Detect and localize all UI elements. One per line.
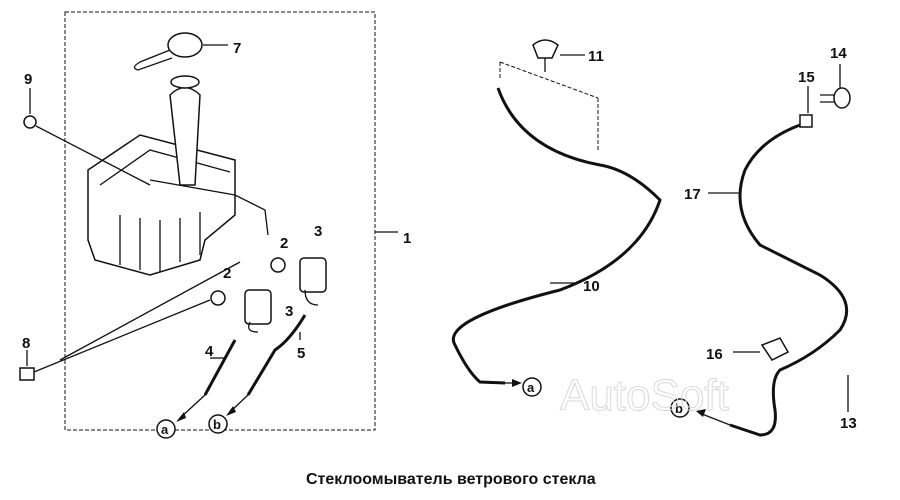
callout-3a: 3	[314, 223, 322, 240]
callout-17: 17	[684, 186, 701, 203]
callout-5: 5	[297, 345, 305, 362]
washer-pump-3b	[244, 289, 272, 333]
grommet-2b	[210, 290, 226, 306]
callout-2b: 2	[223, 265, 231, 282]
callout-13: 13	[840, 415, 857, 432]
grommet-2a	[270, 257, 286, 273]
connector-a-right: a	[527, 380, 535, 395]
callout-9: 9	[24, 71, 32, 88]
washer-nozzle-rear	[820, 64, 851, 109]
assembly-outline	[64, 11, 376, 431]
callout-14: 14	[830, 45, 847, 62]
washer-reservoir	[87, 75, 269, 276]
callout-8: 8	[22, 335, 30, 352]
callout-3b: 3	[285, 303, 293, 320]
grommet-9	[23, 115, 37, 129]
connector-b-left: b	[213, 417, 221, 432]
connector-b-right: b	[675, 401, 683, 416]
watermark: AutoSoft	[560, 371, 729, 420]
diagram-caption: Стеклоомыватель ветрового стекла	[306, 471, 596, 488]
washer-pump-3a	[299, 257, 327, 306]
bolt-8	[19, 299, 211, 381]
callout-4: 4	[205, 343, 214, 360]
hose-4	[203, 339, 237, 396]
callout-1: 1	[403, 230, 411, 247]
hose-clip-16	[733, 337, 790, 361]
callout-2a: 2	[280, 235, 288, 252]
reservoir-cap	[133, 32, 203, 71]
callout-16: 16	[706, 346, 723, 363]
callout-7: 7	[233, 40, 241, 57]
hose-13-17	[729, 123, 849, 437]
hose-5	[246, 314, 307, 396]
callout-10: 10	[583, 278, 600, 295]
washer-nozzle	[532, 39, 585, 72]
joint-15	[799, 86, 813, 128]
callout-11: 11	[588, 48, 604, 65]
connector-a-left: a	[161, 422, 169, 437]
callout-15: 15	[798, 69, 815, 86]
hose-10	[451, 87, 662, 385]
